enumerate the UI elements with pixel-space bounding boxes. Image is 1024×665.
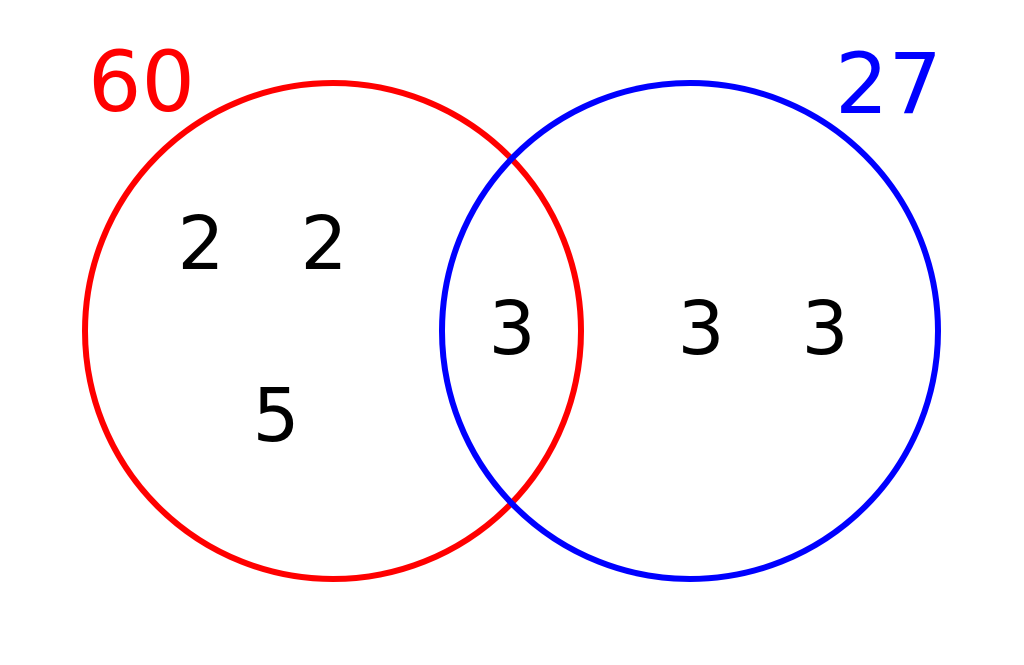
- set-circle-27: [439, 80, 941, 582]
- set-label-27: 27: [835, 35, 942, 133]
- set-label-60: 60: [88, 33, 195, 131]
- factor-right-1: 3: [677, 286, 724, 372]
- factor-right-2: 3: [801, 286, 848, 372]
- factor-intersection-1: 3: [488, 286, 535, 372]
- factor-left-2: 2: [300, 201, 347, 287]
- factor-left-1: 2: [177, 201, 224, 287]
- factor-left-3: 5: [252, 373, 299, 459]
- set-circle-60: [82, 80, 584, 582]
